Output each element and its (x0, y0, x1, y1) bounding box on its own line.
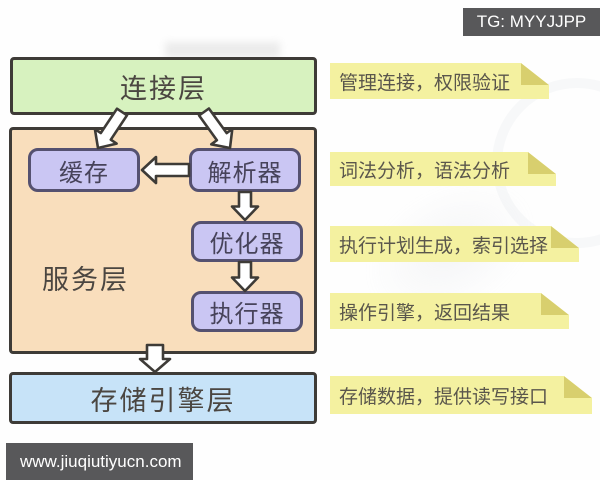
note-storage-layer: 存储数据，提供读写接口 (330, 376, 592, 414)
note-connection-layer: 管理连接，权限验证 (330, 63, 549, 99)
cache-label: 缓存 (59, 159, 109, 187)
note-text: 管理连接，权限验证 (339, 72, 511, 94)
storage-engine-layer-label: 存储引擎层 (90, 385, 236, 416)
note-fold-corner (521, 63, 549, 85)
note-text: 执行计划生成，索引选择 (339, 235, 549, 257)
website-badge: www.jiuqiutiyucn.com (6, 443, 193, 480)
optimizer-label: 优化器 (209, 231, 285, 258)
connection-layer-box: 连接层 (10, 57, 317, 115)
note-text: 操作引擎，返回结果 (339, 302, 511, 324)
telegram-badge: TG: MYYJJPP (463, 8, 600, 36)
note-fold-corner (541, 293, 569, 315)
storage-engine-layer-box: 存储引擎层 (9, 372, 317, 424)
note-text: 存储数据，提供读写接口 (339, 386, 549, 408)
note-optimizer: 执行计划生成，索引选择 (330, 226, 579, 262)
executor-label: 执行器 (209, 301, 285, 328)
note-executor: 操作引擎，返回结果 (330, 293, 569, 329)
note-text: 词法分析，语法分析 (339, 160, 511, 182)
service-layer-label: 服务层 (42, 265, 129, 295)
executor-box: 执行器 (191, 291, 303, 332)
cache-box: 缓存 (28, 148, 140, 192)
optimizer-box: 优化器 (191, 221, 303, 262)
note-parser: 词法分析，语法分析 (330, 152, 556, 186)
parser-box: 解析器 (189, 148, 301, 192)
connection-layer-label: 连接层 (120, 73, 207, 104)
note-fold-corner (564, 376, 592, 398)
faint-watermark-smudge (165, 42, 280, 58)
telegram-badge-text: TG: MYYJJPP (476, 12, 587, 31)
parser-label: 解析器 (207, 159, 283, 187)
website-badge-text: www.jiuqiutiyucn.com (20, 451, 182, 471)
